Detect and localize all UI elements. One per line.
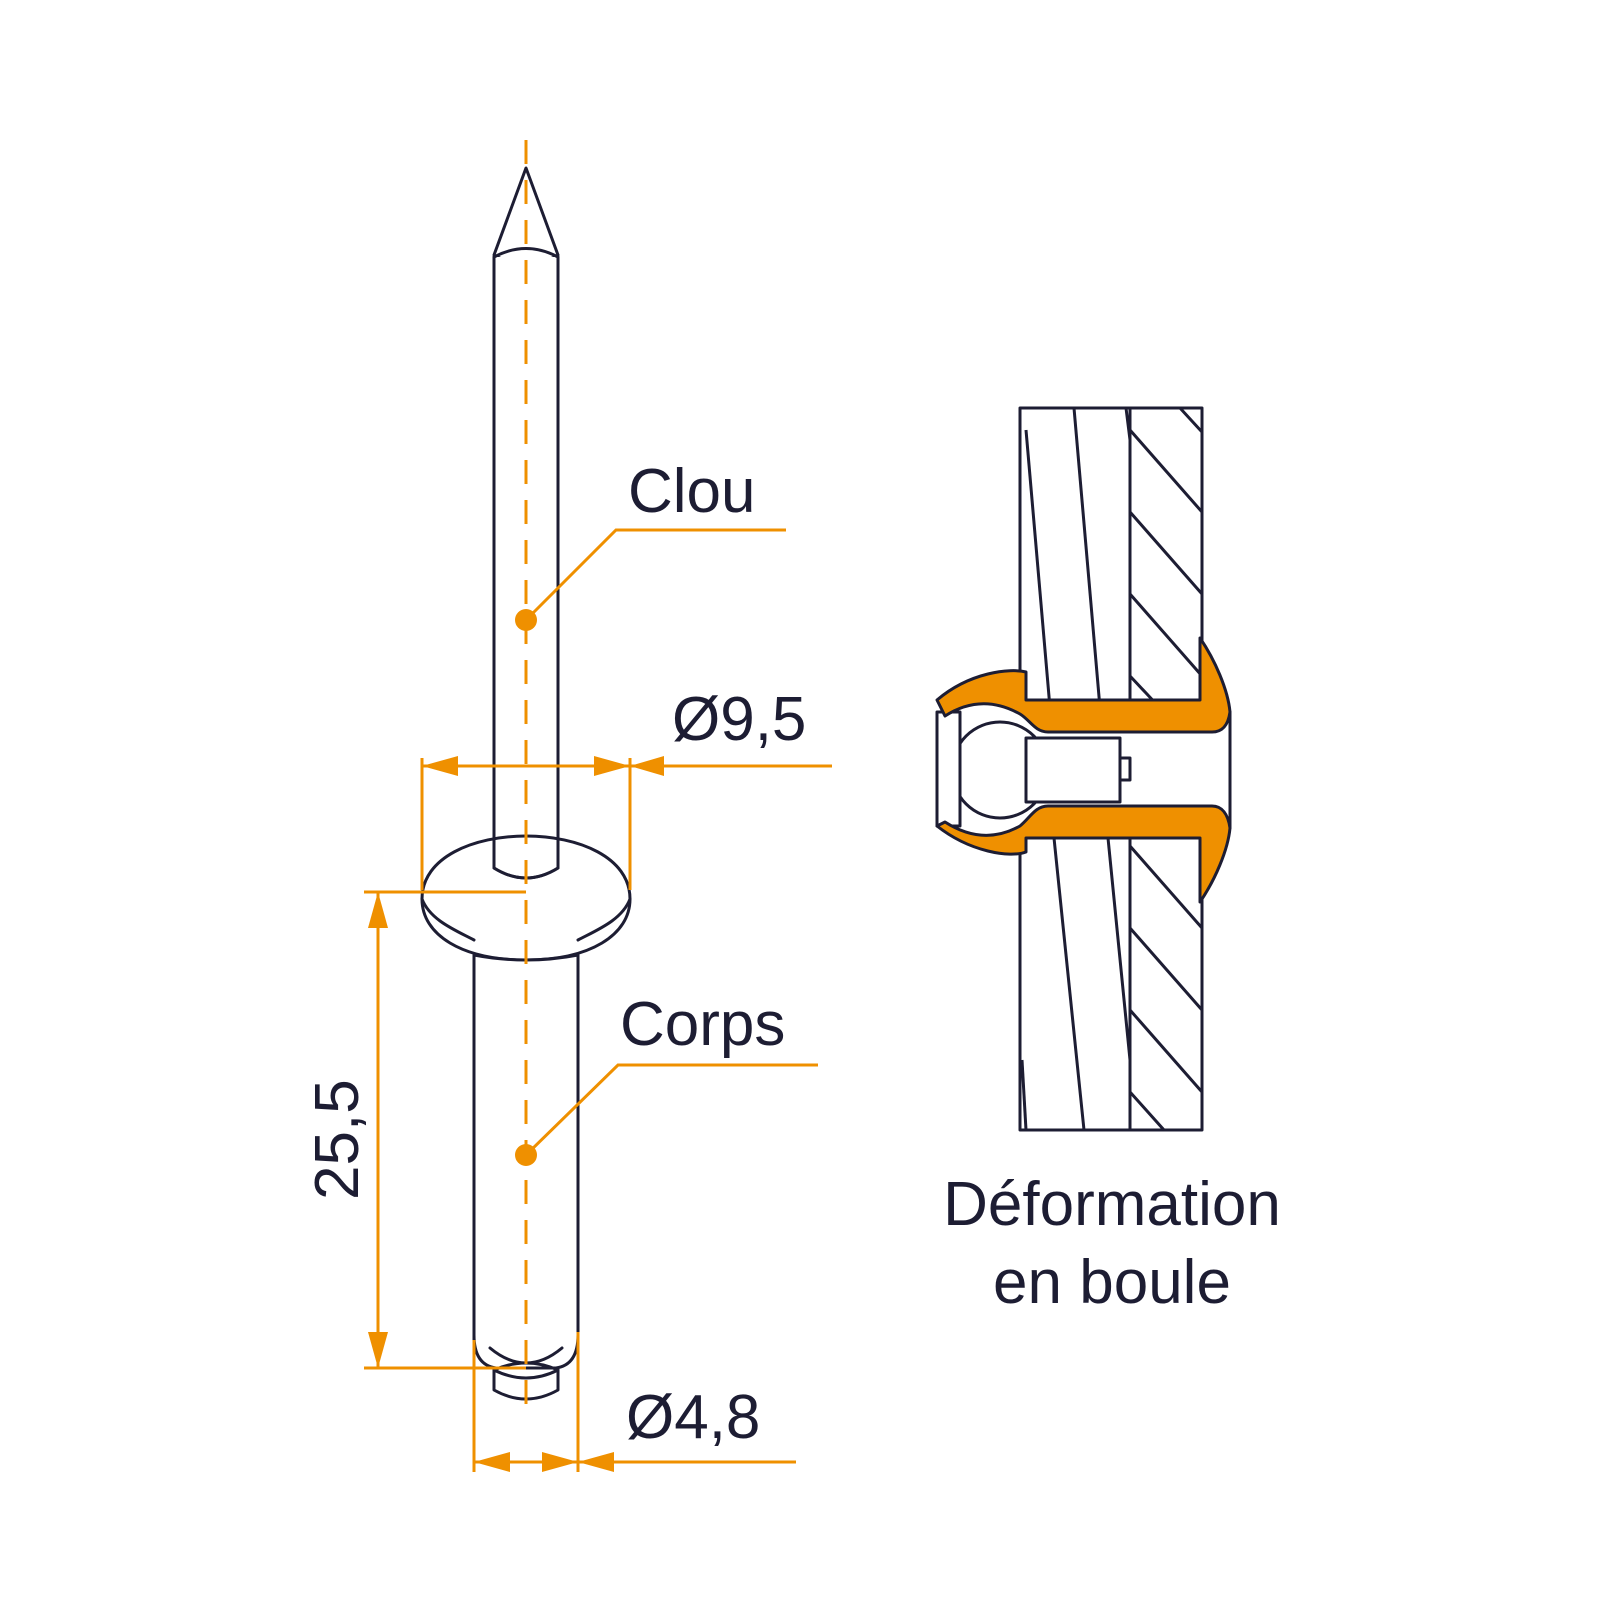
head-diameter-dimension: Ø9,5 (420, 685, 832, 890)
body-diameter-dimension: Ø4,8 (472, 1332, 796, 1472)
body-length-label: 25,5 (303, 1079, 372, 1200)
head-diameter-label: Ø9,5 (672, 685, 806, 754)
rivet-head (420, 834, 632, 962)
corps-label: Corps (620, 990, 785, 1059)
clou-label: Clou (628, 457, 756, 526)
plate-hatching-lower (1128, 838, 1204, 1132)
rivet-flange-upper (935, 636, 1232, 734)
body-length-dimension: 25,5 (303, 890, 526, 1370)
clou-callout: Clou (515, 457, 786, 631)
caption: Déformation en boule (943, 1170, 1281, 1317)
caption-line-1: Déformation (943, 1170, 1281, 1239)
rivet-drawing (420, 140, 632, 1420)
installed-rivet-drawing (935, 406, 1232, 1132)
body-diameter-label: Ø4,8 (626, 1383, 760, 1452)
corps-callout: Corps (515, 990, 818, 1166)
caption-line-2: en boule (993, 1248, 1231, 1317)
plate-hatching-upper (1128, 406, 1204, 710)
mandrel-stem (1024, 736, 1122, 804)
rivet-flange-lower (935, 804, 1232, 904)
